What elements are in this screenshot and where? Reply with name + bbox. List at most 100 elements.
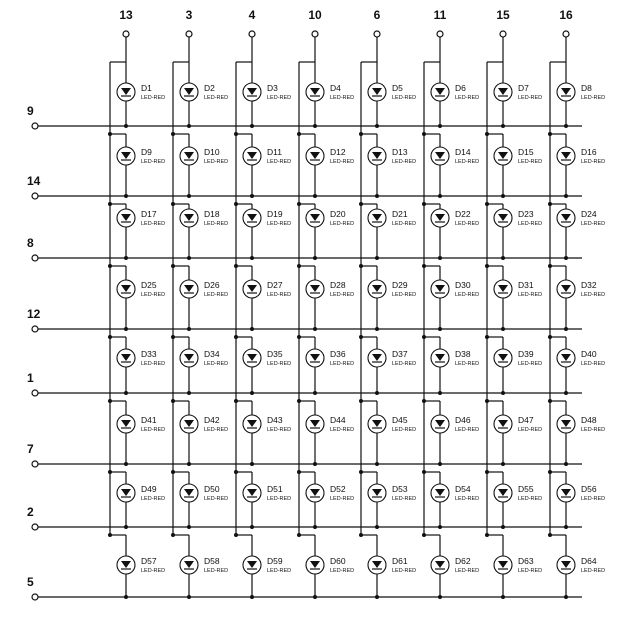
diode-triangle-icon [435, 561, 445, 568]
led-type-label: LED-RED [204, 361, 228, 367]
junction-dot [124, 256, 128, 260]
junction-dot [124, 462, 128, 466]
diode-triangle-icon [372, 214, 382, 221]
led-type-label: LED-RED [455, 221, 479, 227]
junction-dot [234, 132, 238, 136]
diode-triangle-icon [184, 561, 194, 568]
led-designator: D50 [204, 484, 220, 494]
junction-dot [501, 391, 505, 395]
row-pin-12-terminal [31, 325, 39, 333]
led-designator: D23 [518, 209, 534, 219]
row-pin-label: 9 [27, 104, 34, 118]
led-designator: D44 [330, 415, 346, 425]
led-designator: D59 [267, 556, 283, 566]
led-designator: D10 [204, 147, 220, 157]
diode-triangle-icon [184, 420, 194, 427]
junction-dot [422, 264, 426, 268]
diode-triangle-icon [372, 152, 382, 159]
junction-dot [124, 327, 128, 331]
junction-dot [313, 391, 317, 395]
diode-triangle-icon [310, 354, 320, 361]
junction-dot [359, 132, 363, 136]
led-type-label: LED-RED [581, 427, 605, 433]
junction-dot [124, 525, 128, 529]
column-pin-4-terminal [248, 30, 256, 38]
led-type-label: LED-RED [330, 221, 354, 227]
junction-dot [438, 595, 442, 599]
led-designator: D6 [455, 83, 466, 93]
led-array: D1LED-REDD2LED-REDD3LED-REDD4LED-REDD5LE… [108, 62, 605, 599]
junction-dot [187, 256, 191, 260]
junction-dot [108, 132, 112, 136]
junction-dot [297, 533, 301, 537]
junction-dot [250, 391, 254, 395]
led-type-label: LED-RED [267, 95, 291, 101]
diode-triangle-icon [247, 354, 257, 361]
diode-triangle-icon [247, 489, 257, 496]
led-type-label: LED-RED [330, 159, 354, 165]
junction-dot [485, 399, 489, 403]
diode-triangle-icon [184, 489, 194, 496]
diode-triangle-icon [310, 489, 320, 496]
junction-dot [564, 256, 568, 260]
junction-dot [297, 202, 301, 206]
led-designator: D22 [455, 209, 471, 219]
junction-dot [375, 124, 379, 128]
row-pin-label: 1 [27, 371, 34, 385]
led-designator: D52 [330, 484, 346, 494]
led-designator: D34 [204, 349, 220, 359]
diode-triangle-icon [435, 214, 445, 221]
led-type-label: LED-RED [518, 159, 542, 165]
led-designator: D31 [518, 280, 534, 290]
junction-dot [485, 533, 489, 537]
led-type-label: LED-RED [518, 568, 542, 574]
led-type-label: LED-RED [267, 496, 291, 502]
junction-dot [422, 470, 426, 474]
junction-dot [187, 327, 191, 331]
junction-dot [313, 462, 317, 466]
junction-dot [108, 264, 112, 268]
led-designator: D58 [204, 556, 220, 566]
led-type-label: LED-RED [392, 221, 416, 227]
led-designator: D26 [204, 280, 220, 290]
junction-dot [234, 533, 238, 537]
led-designator: D12 [330, 147, 346, 157]
led-type-label: LED-RED [141, 292, 165, 298]
led-designator: D41 [141, 415, 157, 425]
led-type-label: LED-RED [455, 427, 479, 433]
junction-dot [234, 264, 238, 268]
junction-dot [359, 335, 363, 339]
junction-dot [438, 256, 442, 260]
row-pin-7-terminal [31, 460, 39, 468]
led-designator: D43 [267, 415, 283, 425]
junction-dot [501, 525, 505, 529]
led-type-label: LED-RED [518, 496, 542, 502]
led-type-label: LED-RED [141, 221, 165, 227]
diode-triangle-icon [184, 285, 194, 292]
junction-dot [359, 533, 363, 537]
junction-dot [124, 595, 128, 599]
led-type-label: LED-RED [455, 568, 479, 574]
row-pin-label: 8 [27, 236, 34, 250]
diode-triangle-icon [310, 152, 320, 159]
junction-dot [108, 335, 112, 339]
diode-triangle-icon [121, 354, 131, 361]
diode-triangle-icon [310, 561, 320, 568]
led-type-label: LED-RED [141, 427, 165, 433]
junction-dot [375, 595, 379, 599]
